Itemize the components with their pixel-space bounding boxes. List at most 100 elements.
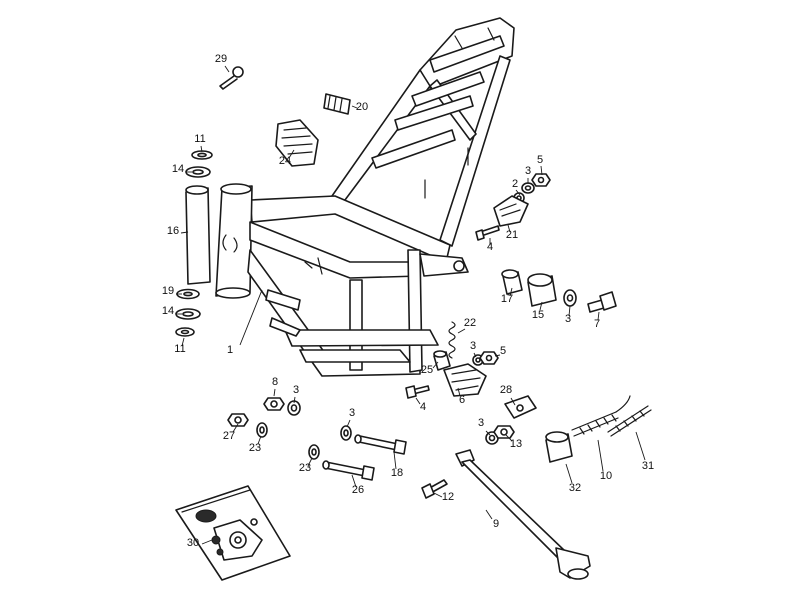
leader-line-c32 (565, 463, 573, 484)
callout-label-c28: 28 (500, 384, 512, 396)
callout-label-c1: 1 (227, 344, 233, 356)
leader-line-c4b (415, 397, 421, 405)
callout-label-c17: 17 (501, 293, 513, 305)
callout-label-c23b: 23 (299, 462, 311, 474)
callout-label-c25: 25 (421, 364, 433, 376)
callout-label-c32: 32 (569, 482, 581, 494)
washer-3-top-right (521, 182, 535, 194)
nut-27 (227, 413, 249, 427)
washer-3-mid-right (563, 289, 577, 307)
callout-label-c10: 10 (600, 470, 612, 482)
bracket-28 (504, 395, 537, 419)
callout-label-c14b: 14 (162, 305, 174, 317)
callout-label-c3d: 3 (478, 417, 484, 429)
leader-line-c13 (505, 434, 513, 442)
callout-label-c24: 24 (279, 155, 291, 167)
leader-line-c8 (273, 388, 276, 397)
callout-label-c3e: 3 (293, 384, 299, 396)
callout-label-c15: 15 (532, 309, 544, 321)
callout-label-c5b: 5 (500, 345, 506, 357)
washer-23-left (256, 422, 268, 438)
washer-23-center (308, 444, 320, 460)
bushing-25 (433, 350, 451, 371)
leader-line-c22 (457, 328, 466, 334)
footpeg-pad-20 (323, 93, 351, 115)
callout-label-c4a: 4 (487, 241, 493, 253)
leader-line-c5b (494, 354, 501, 357)
leader-line-c31 (635, 431, 646, 461)
footpeg-21 (493, 195, 529, 227)
bolt-7 (587, 291, 617, 313)
leader-line-c23a (257, 435, 262, 445)
leader-line-c29 (224, 65, 230, 73)
leader-line-c7 (597, 311, 600, 321)
leader-line-c3b (568, 305, 571, 317)
leader-line-c1 (239, 289, 263, 346)
callout-label-c9: 9 (493, 518, 499, 530)
spring-22 (448, 321, 456, 359)
inset-kit-30 (175, 485, 291, 581)
callout-label-c16: 16 (167, 225, 179, 237)
callout-label-c3c: 3 (470, 340, 476, 352)
callout-label-c11a: 11 (194, 133, 205, 145)
callout-label-c20: 20 (356, 101, 368, 113)
leader-line-c2 (515, 189, 521, 196)
spring-10 (571, 395, 631, 437)
callout-label-c12: 12 (442, 491, 454, 503)
leader-line-c3e (293, 396, 296, 404)
callout-label-c19: 19 (162, 285, 174, 297)
callout-label-c6: 6 (459, 394, 465, 406)
callout-label-c3f: 3 (349, 407, 355, 419)
nut-5-center (479, 351, 499, 365)
leader-line-c16 (180, 231, 189, 234)
callout-label-c14a: 14 (172, 163, 184, 175)
callout-label-c27: 27 (223, 430, 235, 442)
key-29 (219, 66, 244, 90)
head-tube-16 (185, 187, 211, 285)
callout-label-c30: 30 (187, 537, 199, 549)
spring-31 (607, 405, 652, 437)
leader-line-c11a (200, 145, 203, 153)
bolt-4-top (475, 225, 500, 241)
footpeg-6 (443, 363, 487, 397)
leader-line-c15 (539, 301, 543, 311)
leader-line-c26 (351, 474, 357, 488)
leader-line-c6 (457, 387, 461, 397)
callout-label-c22: 22 (464, 317, 476, 329)
callout-label-c23a: 23 (249, 442, 261, 454)
callout-label-c3b: 3 (565, 313, 571, 325)
leader-line-c17 (509, 287, 513, 297)
steering-bearing-stack (175, 150, 213, 337)
callout-label-c3a: 3 (525, 165, 531, 177)
leader-line-c21 (507, 224, 511, 233)
callout-label-c7: 7 (594, 318, 600, 330)
leader-line-c3c (473, 352, 477, 358)
callout-label-c31: 31 (642, 460, 654, 472)
leader-line-c27 (232, 423, 239, 433)
bolt-12 (421, 479, 448, 499)
leader-line-c30 (201, 539, 213, 545)
washer-3-left (287, 400, 301, 416)
leader-line-c11b (181, 337, 185, 347)
callout-label-c29: 29 (215, 53, 227, 65)
callout-label-c8: 8 (272, 376, 278, 388)
callout-label-c13: 13 (510, 438, 522, 450)
frame-part-1 (215, 17, 515, 377)
leader-line-c20 (351, 105, 358, 109)
leader-line-c3f (346, 419, 351, 428)
callout-label-c18: 18 (391, 467, 403, 479)
callout-label-c4b: 4 (420, 401, 426, 413)
leader-line-c5a (540, 165, 543, 176)
leader-line-c24 (288, 149, 295, 159)
side-stand-9 (455, 449, 591, 580)
callout-label-c11b: 11 (174, 343, 185, 355)
leader-line-c10 (597, 439, 604, 472)
leader-line-c3d (485, 430, 491, 436)
leader-line-c28 (510, 397, 516, 406)
bolt-4-center (405, 385, 430, 399)
nut-5-top (531, 173, 551, 187)
sleeve-32 (545, 431, 573, 463)
